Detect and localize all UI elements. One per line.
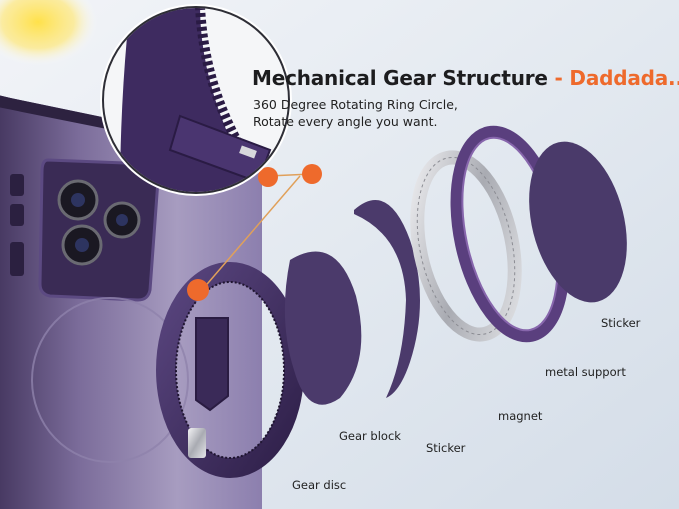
- subtitle-line: Rotate every angle you want.: [253, 114, 438, 129]
- side-button: [10, 204, 24, 226]
- phone-case: [0, 95, 262, 509]
- label-sticker-inner: Sticker: [426, 441, 466, 455]
- sticker-outer-part: [529, 141, 627, 303]
- leader-line: [187, 164, 322, 301]
- side-button: [10, 174, 24, 196]
- magnet-ring: [410, 150, 522, 342]
- label-sticker-outer: Sticker: [601, 316, 641, 330]
- callout-dot: [302, 164, 322, 184]
- title-main: Mechanical Gear Structure: [252, 66, 548, 90]
- subtitle-line: 360 Degree Rotating Ring Circle,: [253, 97, 458, 112]
- side-button: [10, 242, 24, 276]
- callout-dot: [187, 279, 209, 301]
- label-gear-disc: Gear disc: [292, 478, 347, 492]
- magsafe-outline: [31, 297, 189, 463]
- page-title: Mechanical Gear Structure - Daddada....: [252, 66, 679, 90]
- label-gear-block: Gear block: [339, 429, 401, 443]
- lens-glass: [75, 238, 89, 252]
- sticker-inner-part: [354, 200, 420, 398]
- kickstand: [195, 317, 229, 412]
- lens-glass: [116, 214, 128, 226]
- label-metal-support: metal support: [545, 365, 626, 379]
- title-separator: -: [547, 66, 570, 90]
- callout-dot: [258, 167, 278, 187]
- brand-name: Daddada....: [569, 66, 679, 90]
- lens-glass: [71, 193, 85, 207]
- flower-blur: [0, 0, 98, 66]
- hinge-clip: [188, 428, 206, 458]
- subtitle: 360 Degree Rotating Ring Circle, Rotate …: [253, 96, 458, 130]
- zoom-detail: [100, 4, 292, 196]
- camera-bump: [38, 158, 160, 302]
- label-magnet: magnet: [498, 409, 543, 423]
- gear-block-part: [284, 251, 362, 405]
